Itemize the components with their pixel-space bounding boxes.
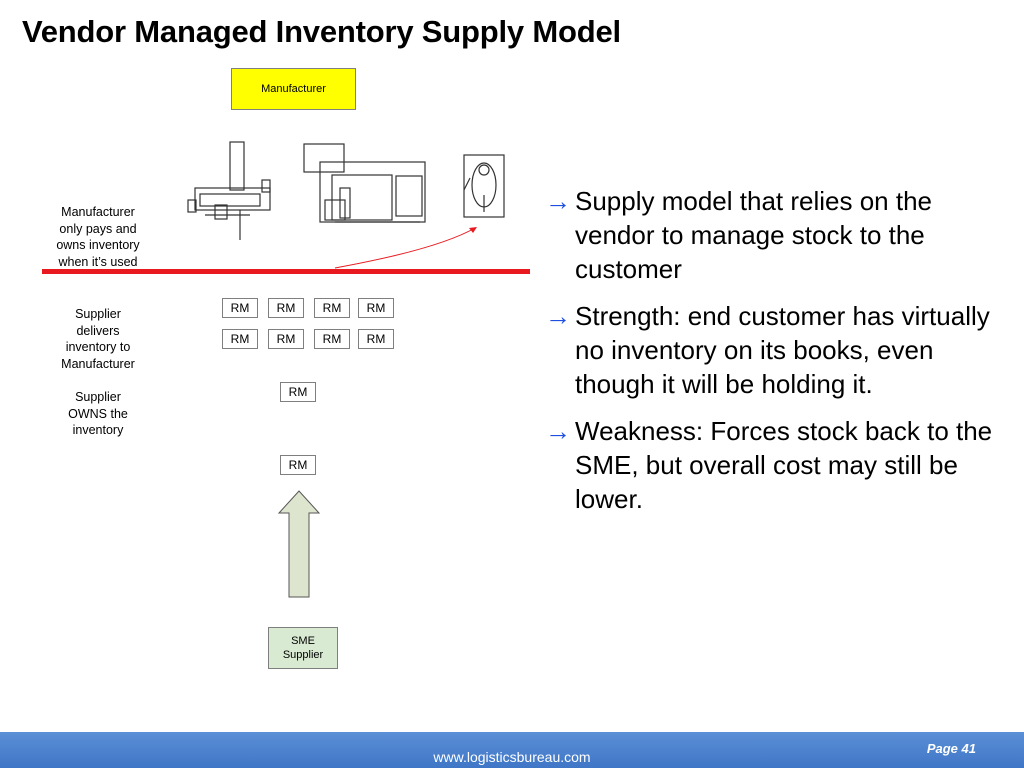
up-arrow-icon — [277, 490, 321, 598]
manufacturer-label: Manufacturer — [261, 83, 326, 95]
rm-box: RM — [268, 329, 304, 349]
bullet-text: Supply model that relies on the vendor t… — [575, 186, 932, 284]
supplier-delivers-note: Supplier delivers inventory to Manufactu… — [61, 307, 135, 371]
rm-box: RM — [268, 298, 304, 318]
website-link[interactable]: www.logisticsbureau.com — [433, 749, 591, 765]
ownership-divider-line — [42, 269, 530, 274]
sme-supplier-box: SME Supplier — [268, 627, 338, 669]
fixture-machine-icon — [463, 154, 505, 218]
bullet-item: → Strength: end customer has virtually n… — [545, 299, 1005, 401]
manufacturer-note: Manufacturer only pays and owns inventor… — [56, 205, 140, 269]
sme-supplier-label: SME Supplier — [282, 635, 324, 661]
bullet-text: Strength: end customer has virtually no … — [575, 301, 990, 399]
supplier-owns-note: Supplier OWNS the inventory — [68, 390, 128, 437]
bullet-text: Weakness: Forces stock back to the SME, … — [575, 416, 993, 514]
rm-box: RM — [358, 298, 394, 318]
bullet-list: → Supply model that relies on the vendor… — [545, 184, 1005, 529]
bullet-item: → Weakness: Forces stock back to the SME… — [545, 414, 1005, 516]
manufacturer-box: Manufacturer — [231, 68, 356, 110]
rm-box: RM — [280, 382, 316, 402]
cnc-machine-icon — [303, 143, 426, 223]
press-machine-icon — [187, 141, 271, 240]
page-number: Page 41 — [926, 741, 976, 756]
bullet-item: → Supply model that relies on the vendor… — [545, 184, 1005, 286]
rm-box: RM — [222, 298, 258, 318]
red-arrowhead-icon — [469, 227, 477, 233]
rm-box: RM — [358, 329, 394, 349]
footer-bar: Page 41 www.logisticsbureau.com — [0, 732, 1024, 768]
rm-box: RM — [280, 455, 316, 475]
slide-title: Vendor Managed Inventory Supply Model — [22, 14, 621, 49]
right-arrow-icon: → — [545, 301, 571, 331]
right-arrow-icon: → — [545, 186, 571, 216]
rm-box: RM — [222, 329, 258, 349]
rm-box: RM — [314, 298, 350, 318]
right-arrow-icon: → — [545, 416, 571, 446]
rm-box: RM — [314, 329, 350, 349]
